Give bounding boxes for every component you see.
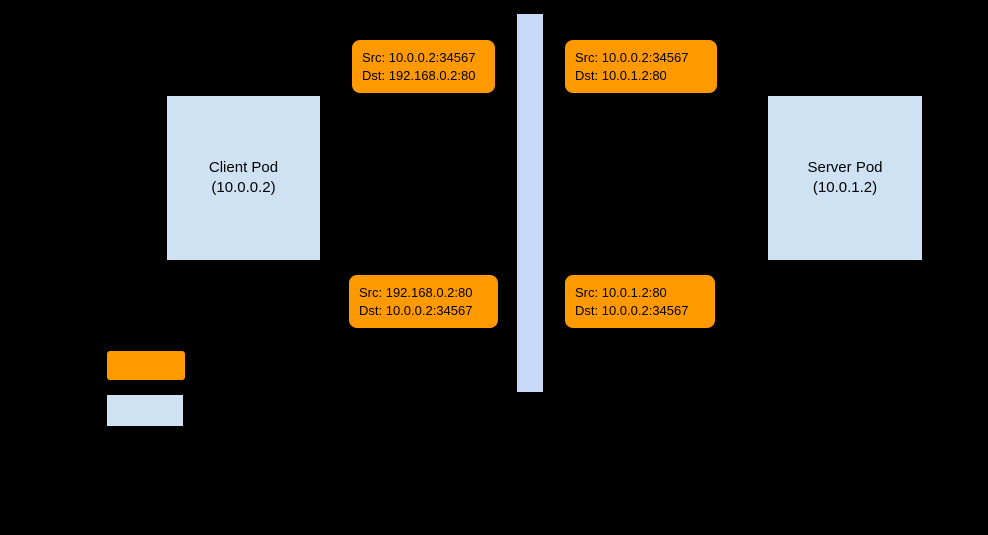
packet-label-client-outbound: Src: 10.0.0.2:34567 Dst: 192.168.0.2:80 — [352, 40, 495, 93]
packet-dst: Dst: 192.168.0.2:80 — [362, 68, 476, 84]
node-boundary-bar — [517, 14, 543, 392]
packet-dst: Dst: 10.0.1.2:80 — [575, 68, 667, 84]
packet-src: Src: 10.0.1.2:80 — [575, 285, 667, 300]
server-pod-box: Server Pod (10.0.1.2) — [768, 96, 922, 260]
server-pod-title: Server Pod — [807, 158, 883, 176]
packet-src: Src: 10.0.0.2:34567 — [362, 50, 476, 65]
packet-label-post-nat-outbound: Src: 10.0.0.2:34567 Dst: 10.0.1.2:80 — [565, 40, 717, 93]
packet-src: Src: 10.0.0.2:34567 — [575, 50, 689, 65]
legend-swatch-pod — [107, 395, 183, 426]
legend-swatch-packet — [107, 351, 185, 380]
packet-dst: Dst: 10.0.0.2:34567 — [575, 303, 689, 319]
server-pod-ip: (10.0.1.2) — [812, 179, 878, 196]
packet-dst: Dst: 10.0.0.2:34567 — [359, 303, 473, 319]
packet-label-server-return: Src: 10.0.1.2:80 Dst: 10.0.0.2:34567 — [565, 275, 715, 328]
client-pod-ip: (10.0.0.2) — [211, 179, 276, 196]
client-pod-box: Client Pod (10.0.0.2) — [167, 96, 320, 260]
packet-label-client-inbound: Src: 192.168.0.2:80 Dst: 10.0.0.2:34567 — [349, 275, 498, 328]
packet-src: Src: 192.168.0.2:80 — [359, 285, 473, 300]
client-pod-title: Client Pod — [208, 158, 279, 176]
